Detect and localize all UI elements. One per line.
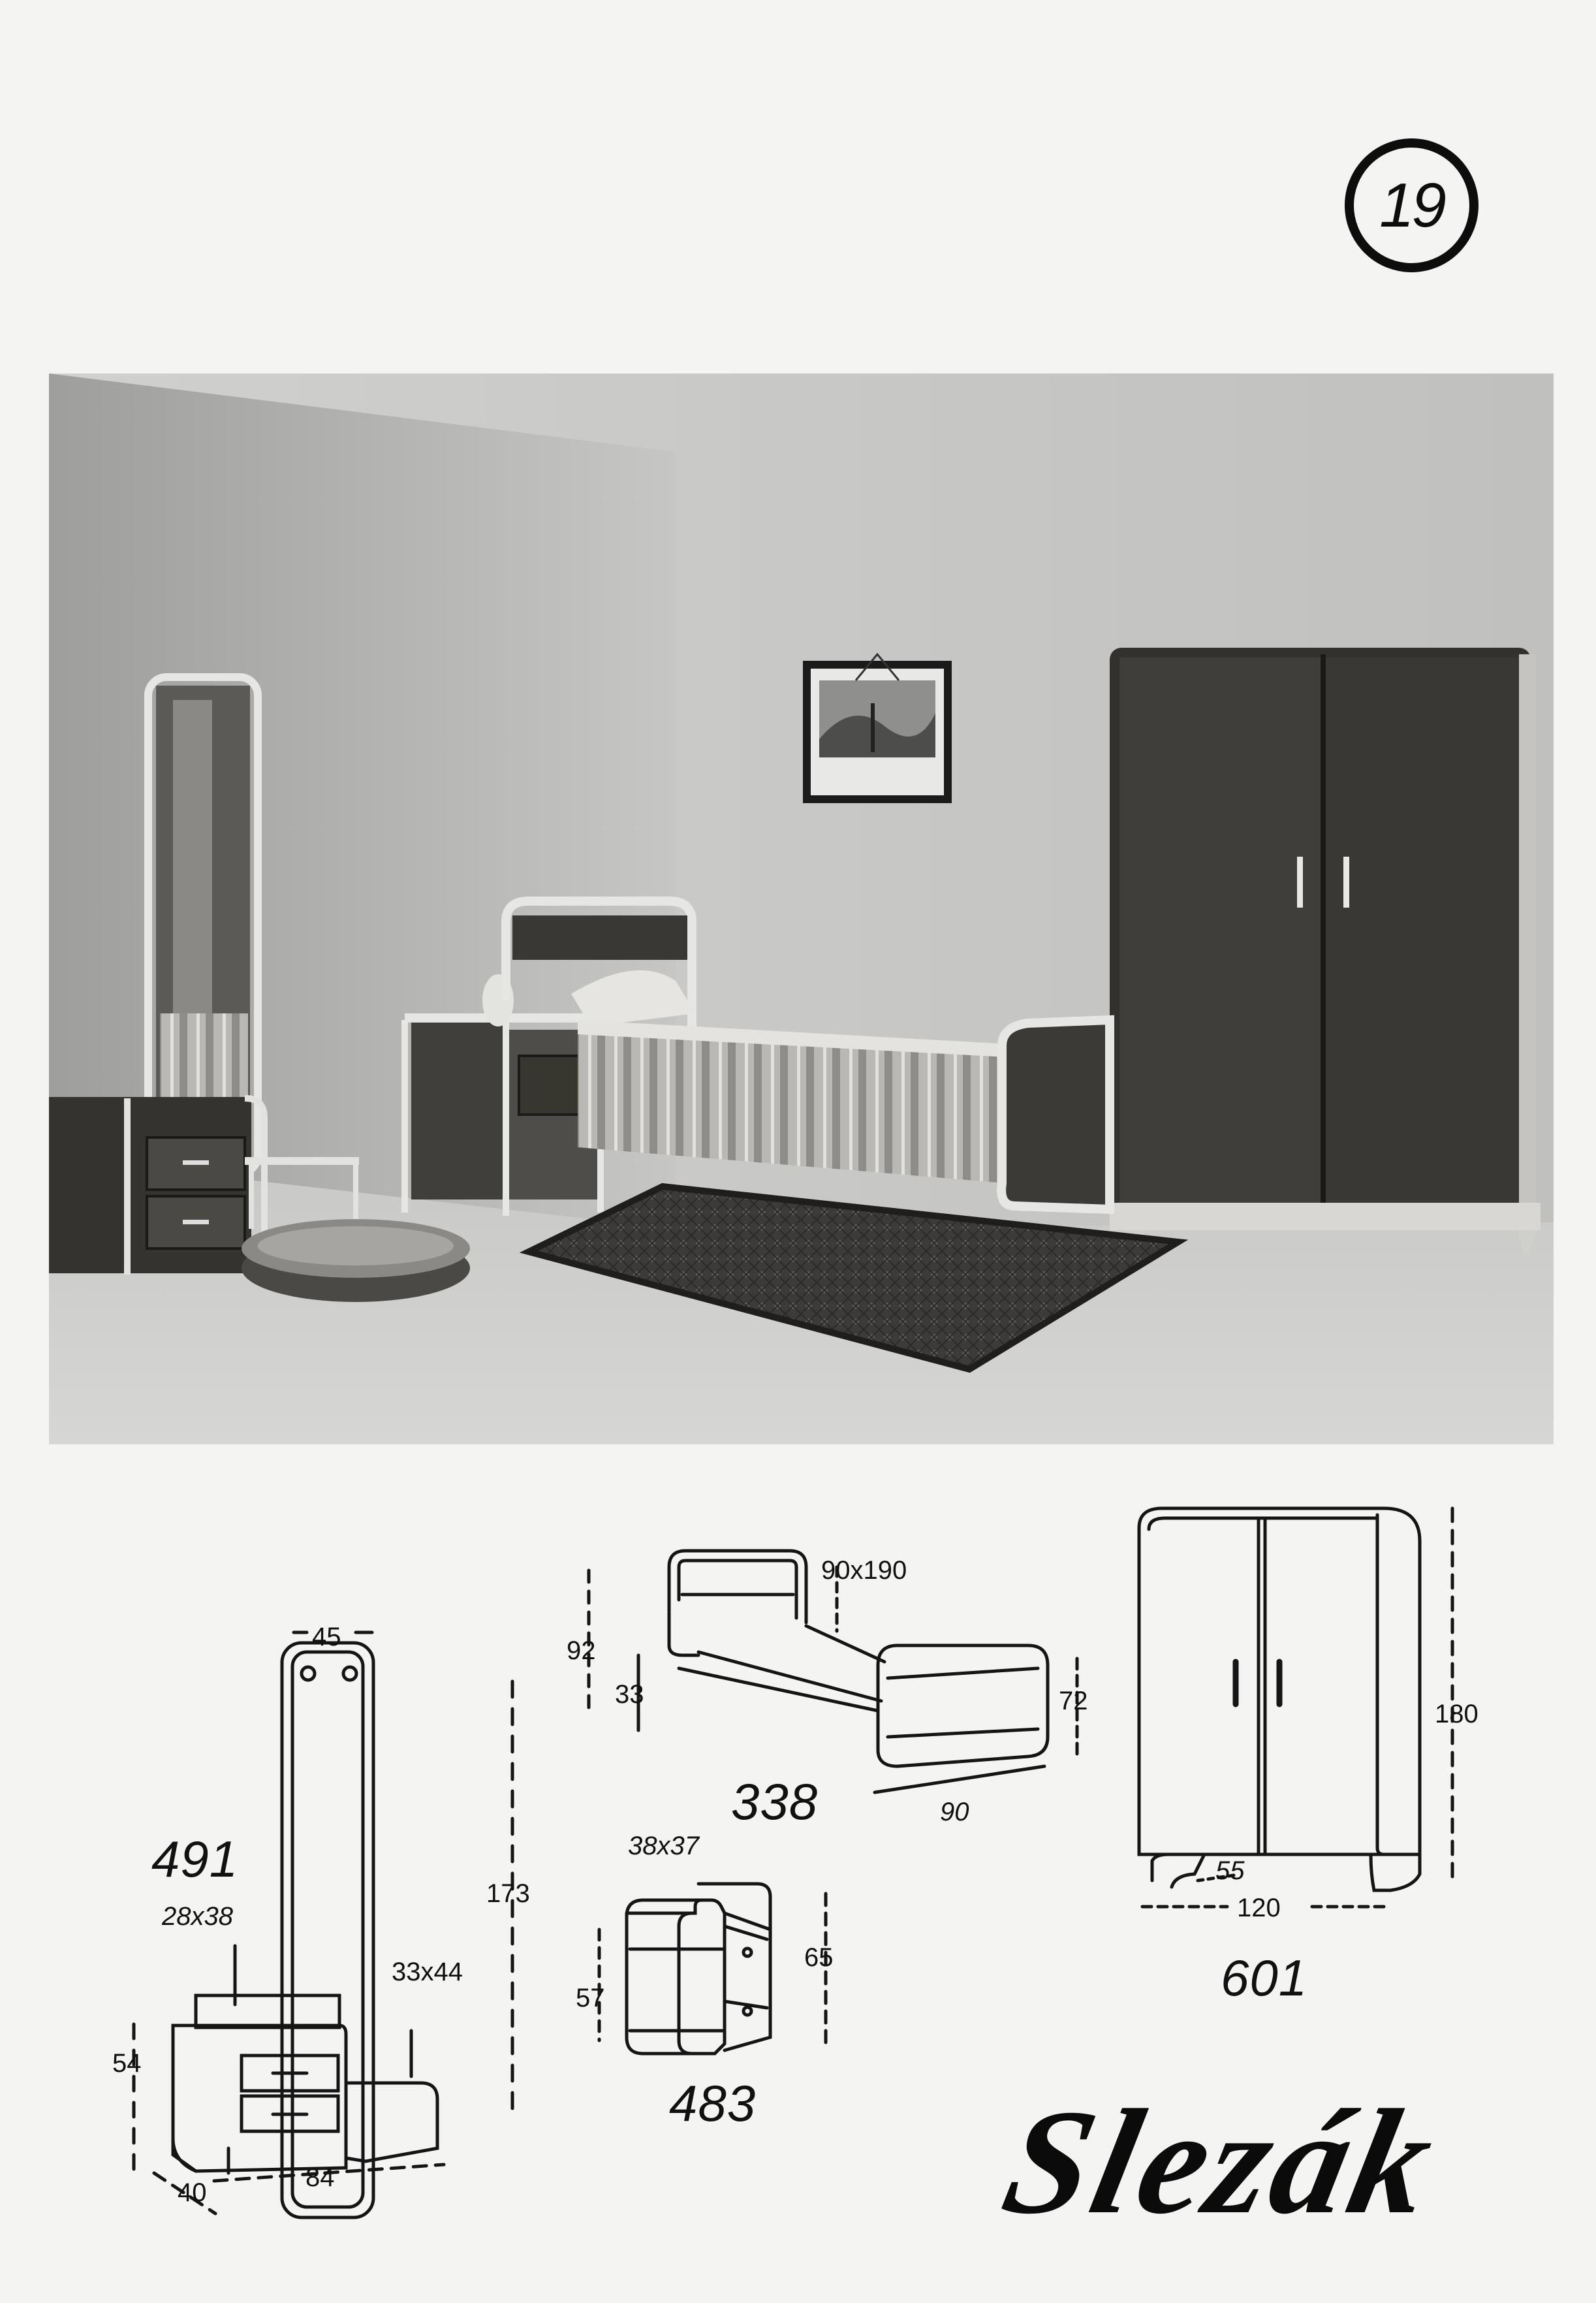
drawings-lines [132, 1506, 1454, 2219]
model-491-label: 491 [151, 1830, 239, 1888]
wardrobe-601-photo [1110, 648, 1541, 1262]
model-338-label: 338 [731, 1773, 819, 1830]
drawing-483 [597, 1882, 828, 2056]
dim-338-head: 92 [567, 1636, 596, 1665]
drawing-601 [1137, 1506, 1454, 1909]
dim-338-rail: 33 [615, 1680, 644, 1709]
dim-601-height: 180 [1435, 1700, 1479, 1728]
bedroom-photo-illustration [49, 373, 1554, 1444]
drawing-338 [587, 1549, 1079, 1794]
dim-491-bench: 33x44 [392, 1958, 463, 1986]
brand-wordmark: Slezák [922, 2078, 1518, 2245]
dim-491-shelf: 28x38 [162, 1902, 233, 1931]
bedroom-photo [49, 373, 1554, 1444]
dim-601-width: 120 [1237, 1894, 1281, 1922]
drawing-491 [132, 1630, 514, 2219]
dim-491-width: 45 [312, 1623, 341, 1651]
model-483-label: 483 [669, 2074, 757, 2132]
dim-338-foot: 72 [1059, 1687, 1088, 1715]
pouf-photo [242, 1219, 470, 1302]
rug-photo [519, 1183, 1189, 1373]
dim-491-length: 84 [305, 2163, 335, 2192]
chest-491-photo [49, 1095, 359, 1275]
technical-drawings [0, 1456, 1596, 2303]
page-number-badge: 19 [1345, 138, 1479, 272]
wall-picture [803, 652, 952, 803]
dim-483-height: 65 [804, 1943, 834, 1972]
model-601-label: 601 [1221, 1949, 1308, 2007]
dim-338-mattress: 90x190 [821, 1556, 907, 1585]
dim-483-top: 38x37 [628, 1832, 699, 1860]
dim-601-depth: 55 [1215, 1856, 1245, 1885]
dim-491-chest-height: 54 [112, 2049, 142, 2078]
dim-483-front: 57 [576, 1984, 605, 2012]
dim-491-height: 173 [486, 1879, 530, 1908]
brand-name: Slezák [991, 2078, 1450, 2245]
dim-491-depth: 40 [178, 2178, 207, 2207]
page-number: 19 [1379, 170, 1447, 240]
dim-338-width: 90 [940, 1798, 969, 1826]
bed-338-photo [501, 897, 1114, 1215]
